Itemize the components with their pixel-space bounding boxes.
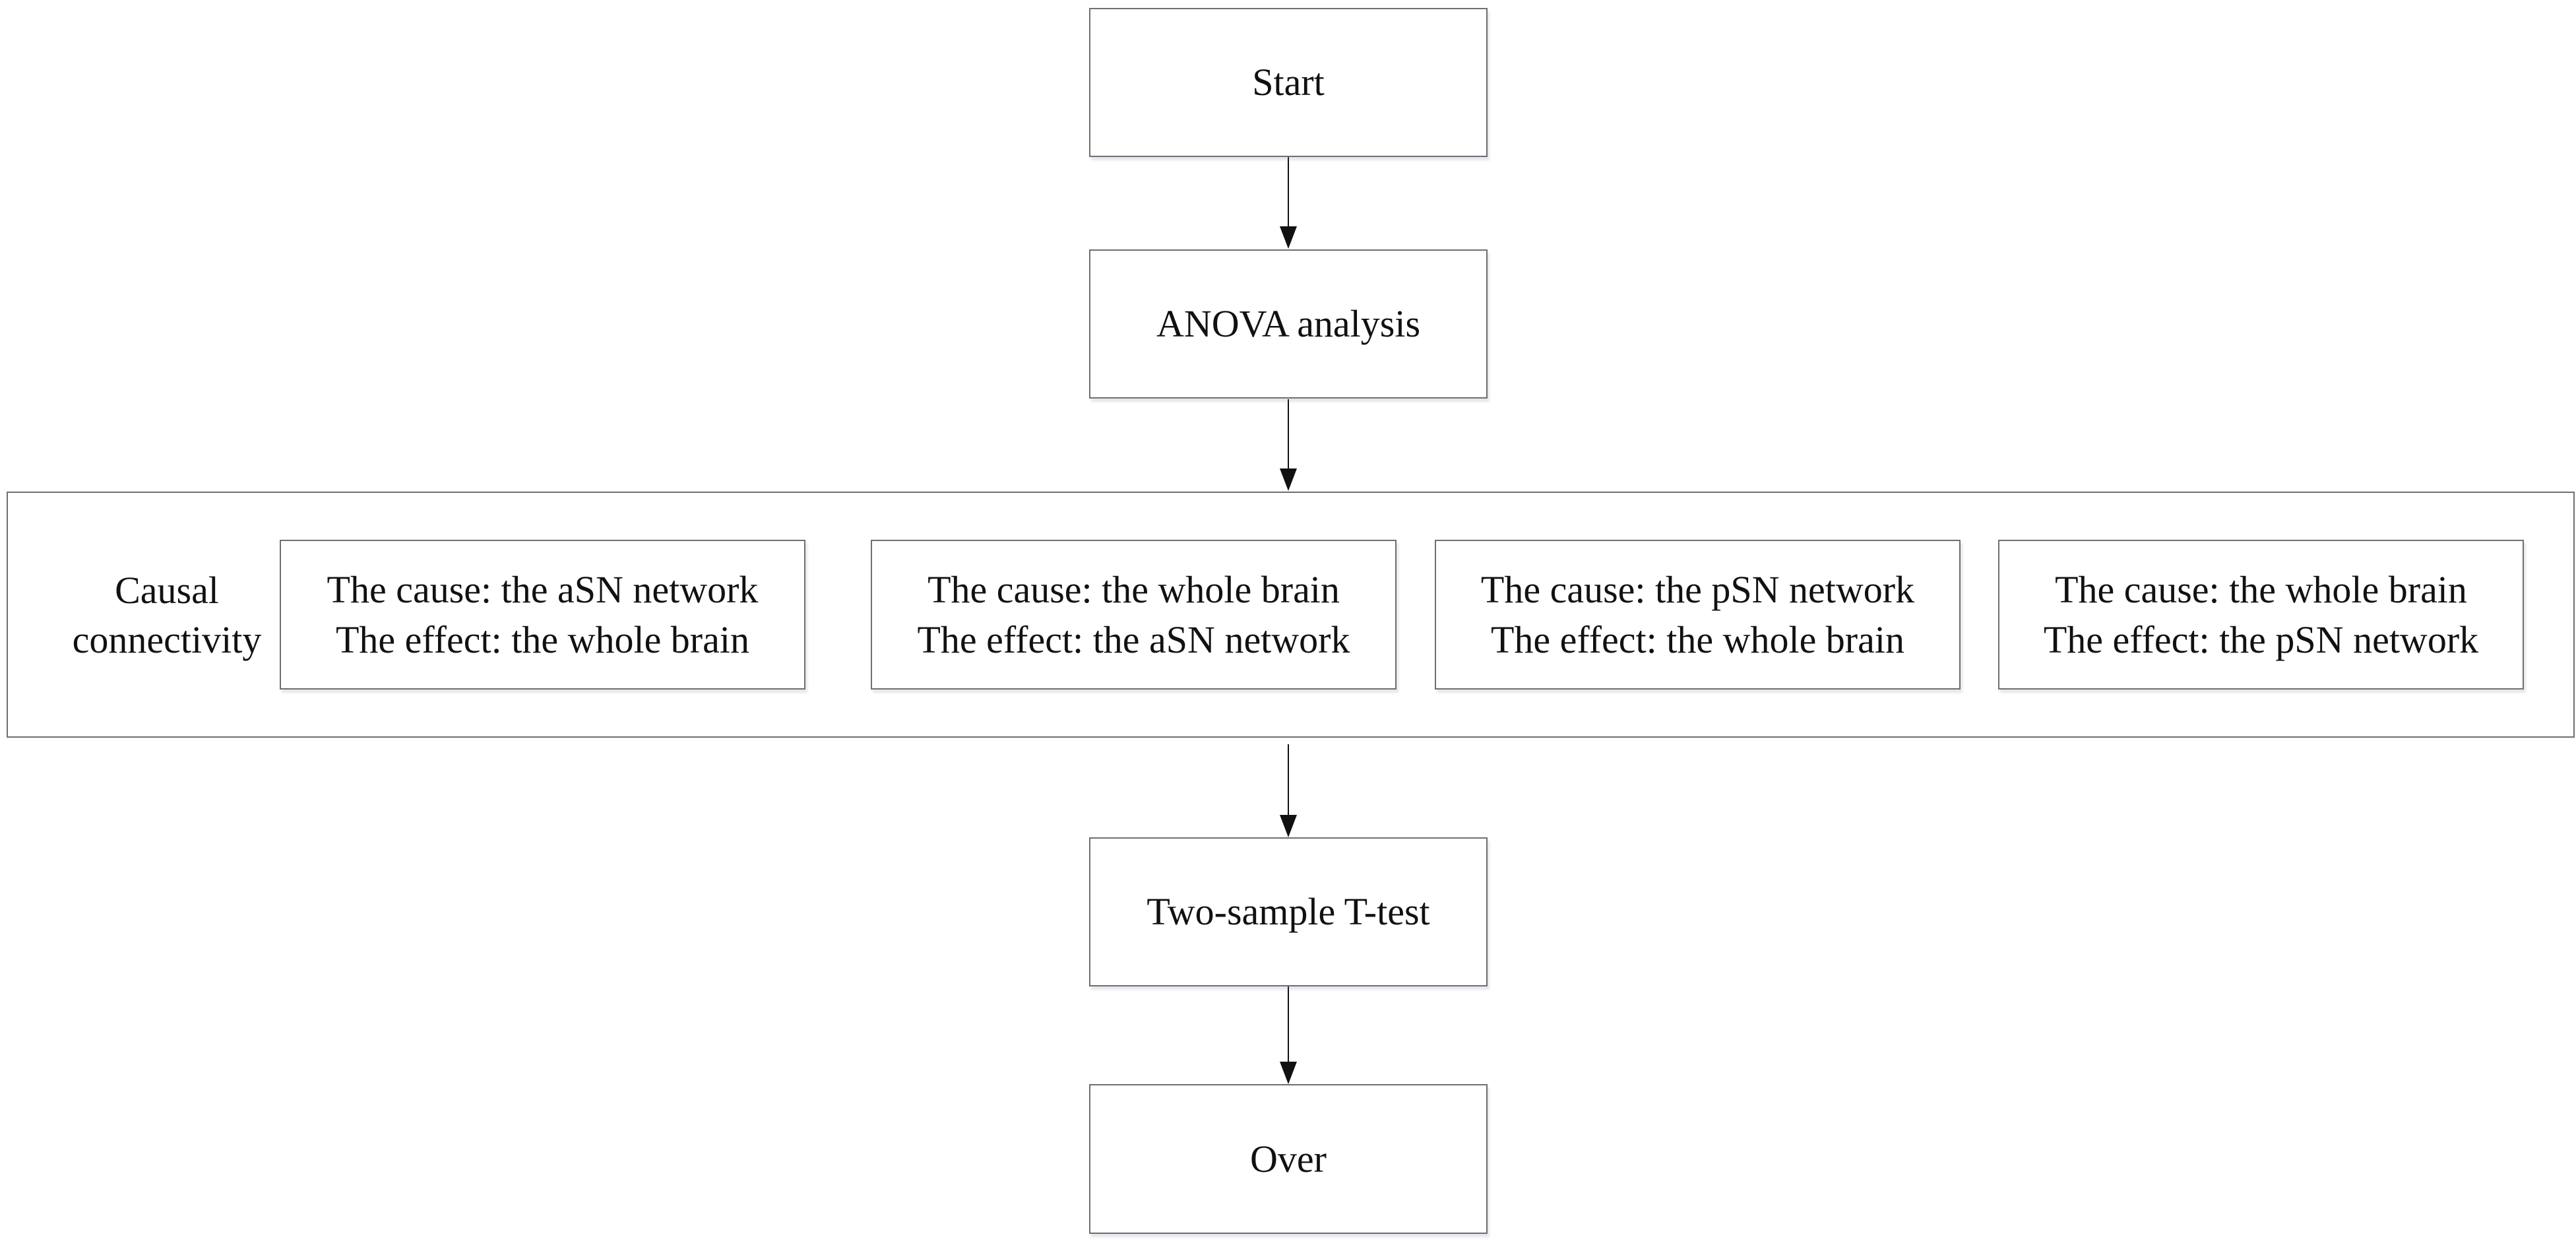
cause-text: The cause: the whole brain: [2055, 568, 2467, 612]
cause-text: The cause: the pSN network: [1480, 568, 1915, 612]
anova-analysis-label: ANOVA analysis: [1156, 302, 1421, 346]
causal-box-psn-to-whole-brain: The cause: the pSN network The effect: t…: [1435, 540, 1961, 690]
causal-box-asn-to-whole-brain: The cause: the aSN network The effect: t…: [280, 540, 805, 690]
anova-analysis-box: ANOVA analysis: [1089, 249, 1488, 399]
causal-box-whole-brain-to-asn: The cause: the whole brain The effect: t…: [871, 540, 1397, 690]
cause-text: The cause: the whole brain: [927, 568, 1340, 612]
arrow-ttest-to-over: [1280, 986, 1297, 1084]
start-box: Start: [1089, 8, 1488, 157]
cause-text: The cause: the aSN network: [327, 568, 759, 612]
causal-connectivity-label: Causal connectivity: [38, 565, 296, 665]
arrow-start-to-anova: [1280, 156, 1297, 249]
over-box: Over: [1089, 1084, 1488, 1234]
causal-label-line-1: Causal: [115, 569, 219, 612]
causal-label-line-2: connectivity: [72, 618, 262, 662]
effect-text: The effect: the aSN network: [917, 618, 1350, 661]
over-label: Over: [1250, 1137, 1327, 1180]
two-sample-t-test-box: Two-sample T-test: [1089, 837, 1488, 986]
effect-text: The effect: the whole brain: [1491, 618, 1904, 661]
causal-box-whole-brain-to-psn: The cause: the whole brain The effect: t…: [1998, 540, 2524, 690]
two-sample-t-test-label: Two-sample T-test: [1147, 890, 1430, 934]
effect-text: The effect: the whole brain: [336, 618, 749, 661]
start-label: Start: [1252, 61, 1325, 104]
effect-text: The effect: the pSN network: [2043, 618, 2479, 661]
arrow-anova-to-causal-group: [1280, 399, 1297, 491]
arrow-causal-group-to-ttest: [1280, 744, 1297, 837]
